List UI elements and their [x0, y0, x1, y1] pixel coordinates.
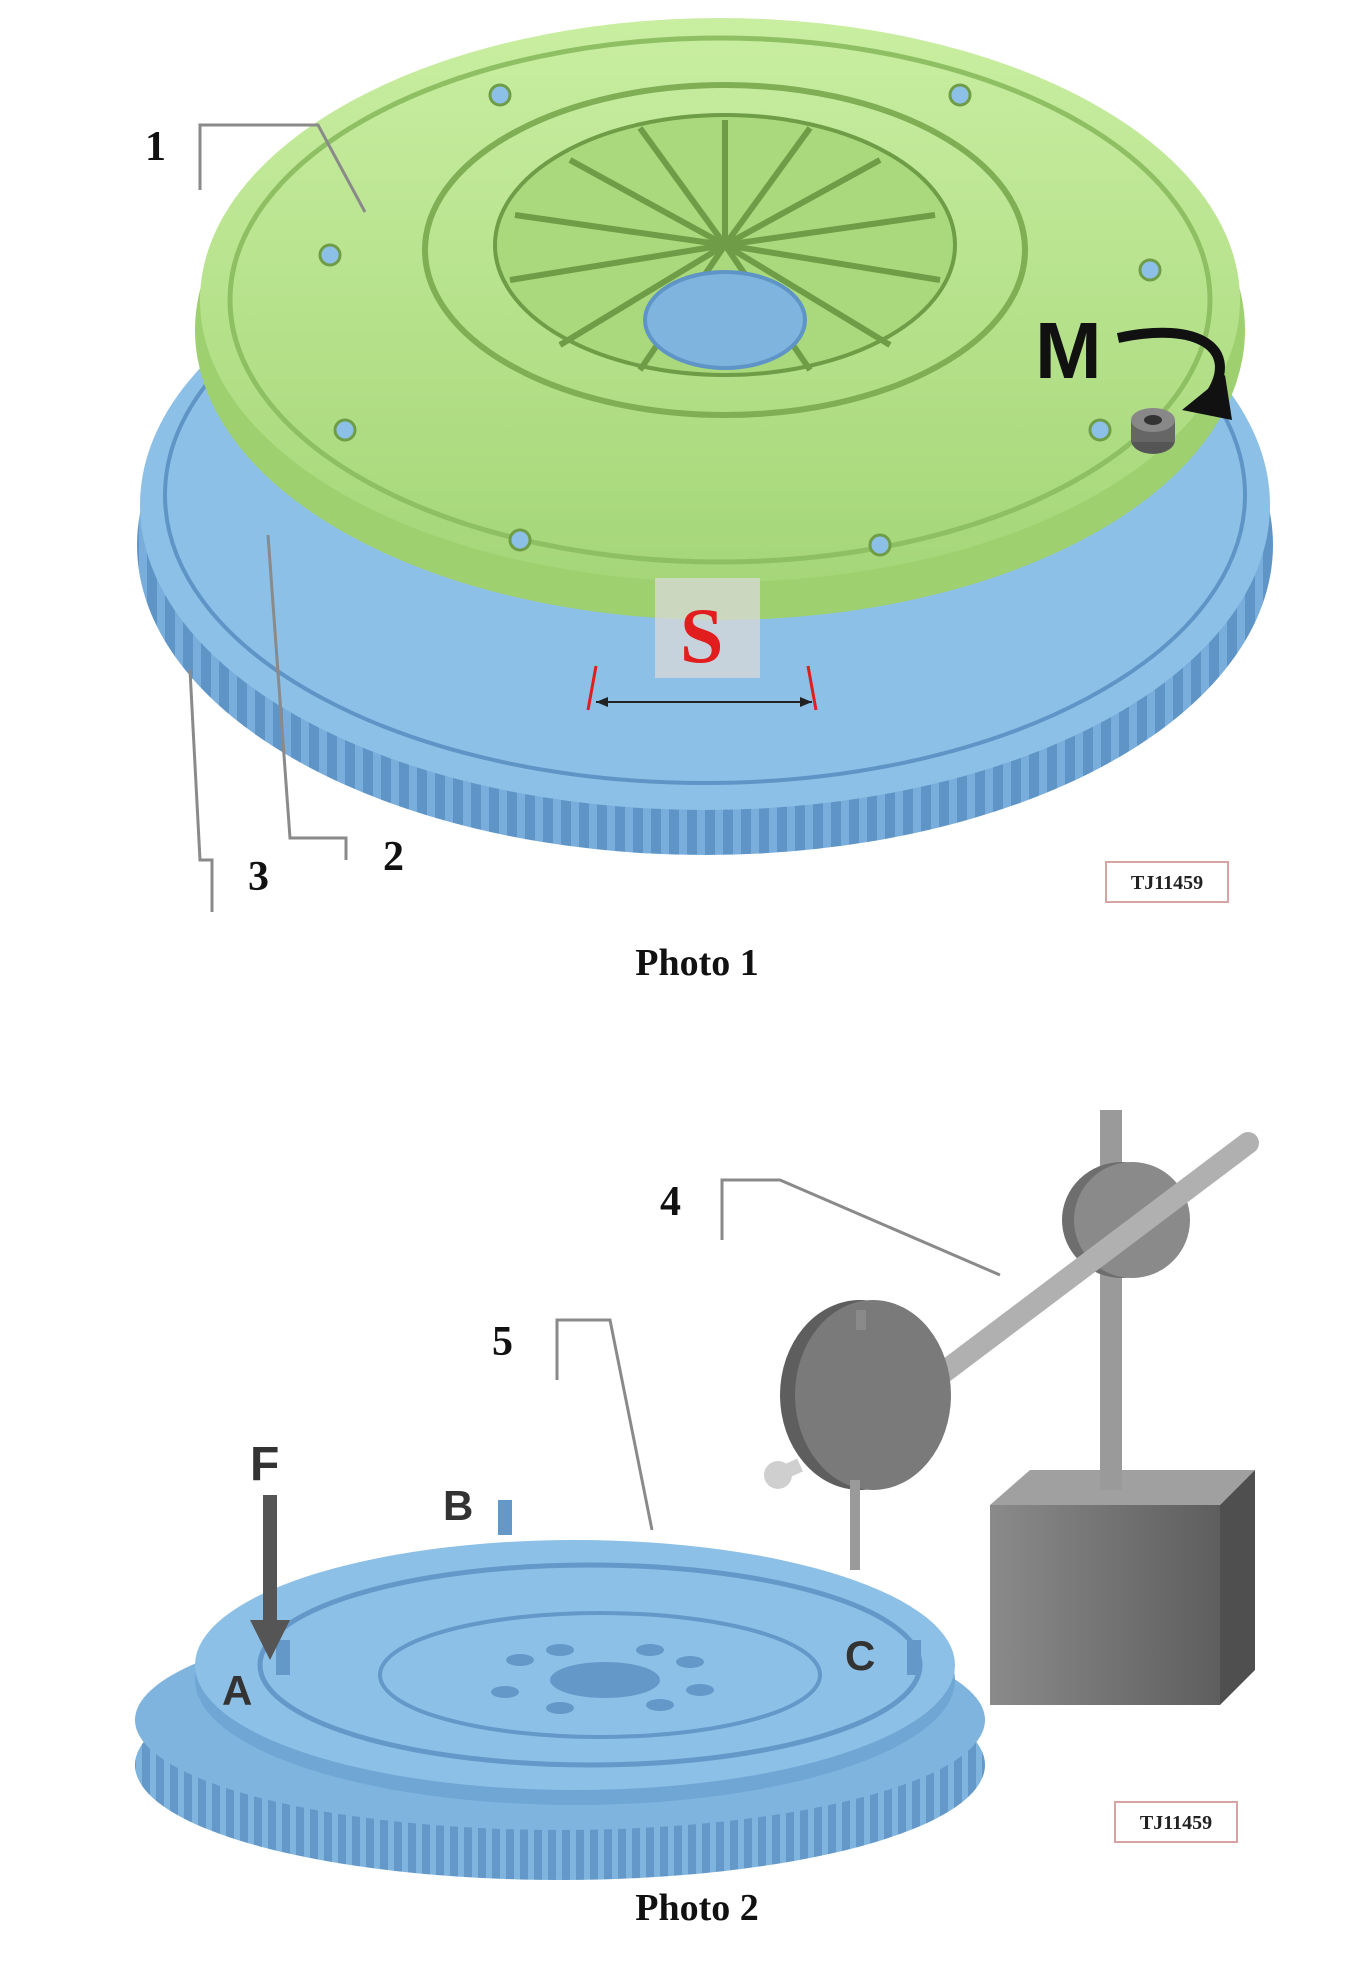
dowel-b [498, 1500, 512, 1535]
photo2-caption: Photo 2 [635, 1887, 759, 1929]
dowel-c [907, 1640, 921, 1675]
point-a-label: A [222, 1667, 252, 1714]
stand-arm [929, 1132, 1259, 1386]
spacing-highlight-box [655, 578, 760, 678]
photo1-caption: Photo 1 [635, 942, 759, 984]
callout-1: 1 [145, 124, 166, 170]
dowel-a [276, 1640, 290, 1675]
dial-gauge-plunger [850, 1480, 860, 1570]
photo2-reference-box [1114, 1801, 1238, 1843]
flywheel-center-hole [550, 1662, 660, 1698]
force-arrow [263, 1495, 277, 1625]
force-label: F [250, 1438, 279, 1491]
photo2-flywheel-runout-illustration [135, 1110, 1259, 1880]
callout-4: 4 [660, 1179, 681, 1225]
callout-3: 3 [248, 854, 269, 900]
photo1-clutch-flywheel-illustration [137, 18, 1273, 855]
callout-5: 5 [492, 1319, 513, 1365]
point-c-label: C [845, 1632, 875, 1679]
magnetic-base [990, 1505, 1220, 1705]
callout-2: 2 [383, 834, 404, 880]
torque-label: M [1035, 306, 1102, 395]
photo2-reference: TJ11459 [1140, 1812, 1212, 1834]
photo2-leader-lines [555, 1178, 1001, 1531]
cover-center-hole [643, 270, 807, 370]
spacing-label: S [680, 592, 723, 679]
torque-arrow [1116, 327, 1225, 398]
photo1-leader-lines [188, 123, 367, 912]
photo1-reference-box [1105, 861, 1229, 903]
point-b-label: B [443, 1482, 473, 1529]
photo1-reference: TJ11459 [1131, 872, 1203, 894]
